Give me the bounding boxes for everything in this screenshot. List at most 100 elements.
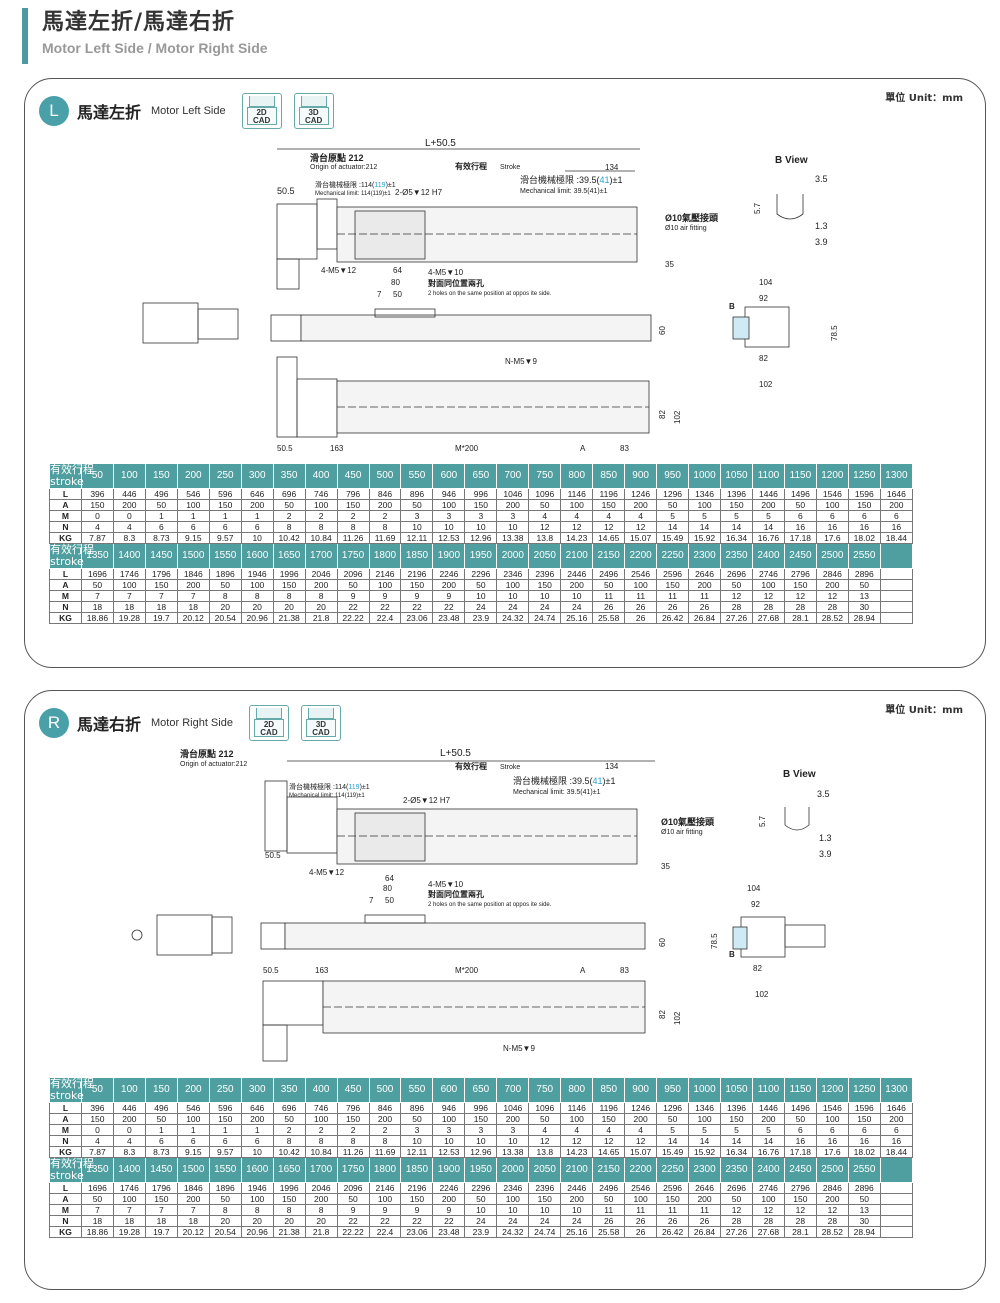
table-cell: 50 (80, 1193, 114, 1205)
table-cell: 2896 (847, 1182, 881, 1194)
svg-text:92: 92 (759, 294, 768, 303)
table-cell: 4 (80, 1135, 114, 1147)
table-cell: 100 (751, 579, 785, 591)
table-cell: 18 (176, 601, 210, 613)
table-cell: 14.65 (592, 532, 626, 544)
table-cell: 18.44 (879, 1146, 914, 1158)
table-cell: 18.02 (847, 532, 881, 544)
stroke-value: 1250 (847, 463, 881, 489)
table-cell: 14 (656, 1135, 690, 1147)
stroke-value: 250 (208, 1077, 242, 1103)
table-cell: 11 (688, 1204, 722, 1216)
svg-text:A: A (580, 444, 586, 453)
table-cell: 2396 (528, 1182, 562, 1194)
table-cell: 1646 (879, 488, 914, 500)
table-cell: 796 (336, 488, 370, 500)
table-cell: 5 (656, 510, 690, 522)
svg-text:64: 64 (385, 874, 394, 883)
table-cell: 0 (112, 1124, 146, 1136)
table-cell: 10 (528, 590, 562, 602)
svg-text:134: 134 (605, 163, 619, 172)
table-cell: 7 (176, 1204, 210, 1216)
table-cell: 30 (847, 601, 881, 613)
table-cell: 16.76 (751, 532, 785, 544)
svg-text:35: 35 (665, 260, 674, 269)
table-cell: 1296 (656, 488, 690, 500)
table-cell: 26 (656, 1215, 690, 1227)
stroke-value (879, 543, 914, 569)
table-cell: 4 (592, 510, 626, 522)
table-cell: 15.07 (624, 532, 658, 544)
table-cell: 596 (208, 1102, 242, 1114)
table-cell: 50 (783, 499, 817, 511)
stroke-value: 2250 (656, 543, 690, 569)
table-cell: 2546 (624, 568, 658, 580)
table-cell: 2046 (304, 568, 338, 580)
table-cell: 2446 (560, 1182, 594, 1194)
table-cell: 3 (432, 510, 466, 522)
stroke-value: 1600 (240, 1157, 274, 1183)
table-cell: 4 (624, 1124, 658, 1136)
table-cell: 1 (240, 1124, 274, 1136)
table-cell: 16 (783, 521, 817, 533)
svg-text:134: 134 (605, 762, 619, 771)
table-cell: 100 (176, 1113, 210, 1125)
table-cell: 6 (176, 521, 210, 533)
table-cell: 150 (592, 499, 626, 511)
table-cell: 13.8 (528, 1146, 562, 1158)
table-cell: 16.34 (720, 1146, 753, 1158)
table-cell: 11 (656, 590, 690, 602)
table-cell: 21.8 (304, 612, 338, 624)
table-cell: 10 (432, 1135, 466, 1147)
stroke-value: 2050 (528, 1157, 562, 1183)
svg-text:50.5: 50.5 (263, 966, 279, 975)
table-cell: 200 (304, 1193, 338, 1205)
table-cell: 22 (368, 1215, 402, 1227)
table-cell: 18.86 (80, 1226, 114, 1238)
table-cell: 1046 (496, 1102, 530, 1114)
table-cell (879, 590, 914, 602)
table-cell: 100 (240, 1193, 274, 1205)
table-cell: 28.52 (815, 612, 849, 624)
table-cell: 50 (528, 1113, 562, 1125)
stroke-value: 2550 (847, 1157, 881, 1183)
table-cell: 7 (112, 590, 146, 602)
table-cell: 22 (400, 601, 434, 613)
table-cell: 0 (112, 510, 146, 522)
table-cell: 18 (144, 601, 178, 613)
table-cell: 11 (656, 1204, 690, 1216)
table-cell: 18.44 (879, 532, 914, 544)
table-cell: 22 (400, 1215, 434, 1227)
table-cell: 28 (720, 601, 753, 613)
stroke-value: 350 (272, 463, 306, 489)
row-label: KG (49, 1226, 82, 1238)
table-cell: 200 (879, 1113, 914, 1125)
table-cell: 200 (879, 499, 914, 511)
table-cell: 150 (80, 499, 114, 511)
table-cell: 1646 (879, 1102, 914, 1114)
table-cell: 50 (464, 1193, 498, 1205)
svg-text:50.5: 50.5 (265, 851, 281, 860)
svg-text:3.5: 3.5 (815, 174, 828, 184)
table-cell: 1446 (751, 1102, 785, 1114)
svg-text:50.5: 50.5 (277, 186, 295, 196)
svg-text:82: 82 (658, 1010, 667, 1019)
table-cell: 846 (368, 1102, 402, 1114)
stroke-value: 2000 (496, 543, 530, 569)
table-cell: 496 (144, 1102, 178, 1114)
table-cell: 5 (720, 510, 753, 522)
svg-text:Ø10 air fitting: Ø10 air fitting (661, 829, 703, 836)
table-cell: 19.7 (144, 612, 178, 624)
svg-text:滑台機械極限 :114(119)±1: 滑台機械極限 :114(119)±1 (315, 180, 396, 189)
table-cell: 8.73 (144, 1146, 178, 1158)
table-cell: 2096 (336, 568, 370, 580)
table-cell: 24 (496, 601, 530, 613)
